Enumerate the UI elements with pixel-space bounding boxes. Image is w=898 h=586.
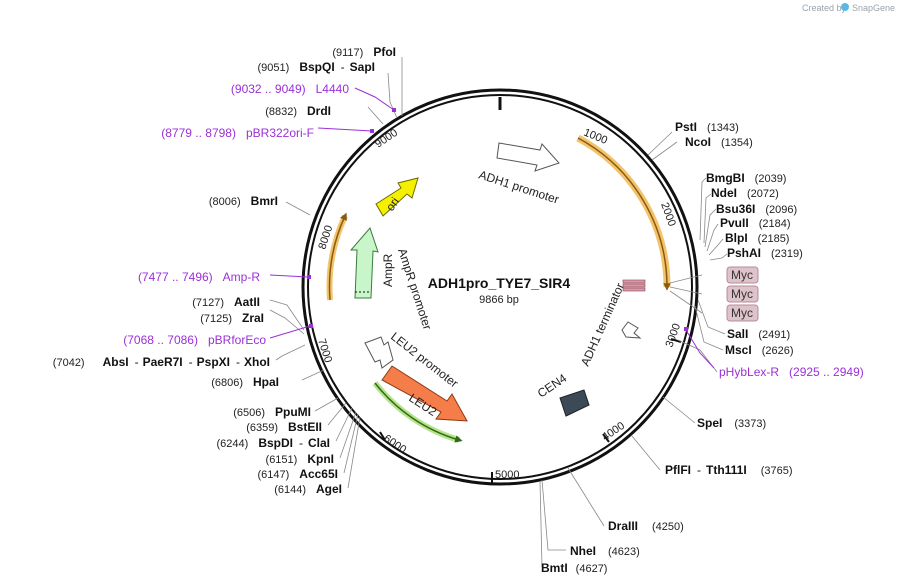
site-zrai[interactable]: (7125)ZraI bbox=[200, 311, 264, 325]
svg-text:Myc: Myc bbox=[731, 268, 753, 282]
site-bsteii[interactable]: (6359)BstEII bbox=[246, 420, 322, 434]
site-acc65i[interactable]: (6147)Acc65I bbox=[258, 467, 339, 481]
site-bmri[interactable]: (8006)BmrI bbox=[209, 194, 278, 208]
backbone-inner bbox=[307, 94, 693, 480]
ampr-feature[interactable] bbox=[349, 227, 379, 299]
site-kpni[interactable]: (6151)KpnI bbox=[266, 452, 334, 466]
plasmid-name: ADH1pro_TYE7_SIR4 bbox=[428, 275, 571, 291]
tick-3000: 3000 bbox=[664, 322, 684, 349]
site-absi-paer7i-pspxi-xhoi[interactable]: (7042)AbsI-PaeR7I-PspXI-XhoI bbox=[53, 355, 270, 369]
site-drdi[interactable]: (8832)DrdI bbox=[265, 104, 331, 118]
leu2-feature[interactable] bbox=[381, 365, 468, 422]
site-draiii[interactable]: DraIII(4250) bbox=[608, 519, 684, 533]
primer-l4440[interactable]: (9032 .. 9049)L4440 bbox=[231, 82, 349, 96]
adh1-terminator-label: ADH1 terminator bbox=[578, 281, 627, 368]
site-bspdi-clai[interactable]: (6244)BspDI-ClaI bbox=[217, 436, 330, 450]
primer-pbr322ori-f[interactable]: (8779 .. 8798)pBR322ori-F bbox=[161, 126, 314, 140]
ampr-label: AmpR bbox=[381, 253, 395, 287]
orf-arc-large-line bbox=[577, 137, 671, 291]
snapgene-credit: Created by SnapGene bbox=[802, 3, 895, 13]
site-bmti[interactable]: BmtI(4627) bbox=[541, 561, 607, 575]
site-spei[interactable]: SpeI(3373) bbox=[697, 416, 766, 430]
primer-markers bbox=[269, 87, 715, 369]
svg-text:Myc: Myc bbox=[731, 306, 753, 320]
ori-feature[interactable] bbox=[375, 177, 419, 217]
tick-2000: 2000 bbox=[658, 201, 678, 228]
site-hpai[interactable]: (6806)HpaI bbox=[211, 375, 279, 389]
tick-mark-6000 bbox=[379, 431, 386, 441]
site-ndei[interactable]: NdeI(2072) bbox=[711, 186, 779, 200]
myc-label-2[interactable]: Myc bbox=[726, 285, 759, 303]
credit-brand: SnapGene bbox=[852, 3, 895, 13]
site-blpi[interactable]: BlpI(2185) bbox=[725, 231, 789, 245]
myc-label-1[interactable]: Myc bbox=[726, 266, 759, 284]
site-ncoi[interactable]: NcoI(1354) bbox=[685, 135, 753, 149]
adh1-promoter-label: ADH1 promoter bbox=[477, 168, 561, 207]
left-leader-lines bbox=[269, 57, 403, 489]
adh1-terminator-arrow[interactable] bbox=[621, 321, 642, 339]
backbone-outer bbox=[301, 88, 699, 486]
site-pvuii[interactable]: PvuII(2184) bbox=[720, 216, 790, 230]
site-bsu36i[interactable]: Bsu36I(2096) bbox=[716, 202, 797, 216]
cen4-feature[interactable] bbox=[559, 389, 590, 417]
site-aatii[interactable]: (7127)AatII bbox=[192, 295, 260, 309]
snapgene-logo-icon bbox=[841, 3, 849, 11]
orf-arc-leu2-line bbox=[374, 382, 463, 443]
site-pflfi-tth111i[interactable]: PflFI-Tth111I(3765) bbox=[665, 463, 792, 477]
site-pfoi[interactable]: (9117)PfoI bbox=[332, 45, 396, 59]
adh1-promoter-arrow[interactable] bbox=[496, 142, 560, 172]
site-ppumi[interactable]: (6506)PpuMI bbox=[233, 405, 311, 419]
primer-pbrforeco[interactable]: (7068 .. 7086)pBRforEco bbox=[123, 333, 266, 347]
site-msci[interactable]: MscI(2626) bbox=[725, 343, 793, 357]
site-bspqi-sapi[interactable]: (9051)BspQI-SapI bbox=[258, 60, 375, 74]
plasmid-size: 9866 bp bbox=[479, 294, 519, 306]
site-sali[interactable]: SalI(2491) bbox=[727, 327, 790, 341]
tick-mark-4000 bbox=[602, 433, 610, 443]
tick-9000: 9000 bbox=[373, 127, 400, 151]
tick-mark-3000 bbox=[670, 338, 682, 343]
myc-label-3[interactable]: Myc bbox=[726, 304, 759, 322]
ori-label: ori bbox=[383, 195, 402, 214]
primer-amp-r[interactable]: (7477 .. 7496)Amp-R bbox=[138, 270, 260, 284]
orf-arc-large bbox=[576, 134, 671, 288]
credit-prefix: Created by bbox=[802, 3, 847, 13]
site-bmgbi[interactable]: BmgBI(2039) bbox=[706, 171, 786, 185]
site-psti[interactable]: PstI(1343) bbox=[675, 120, 739, 134]
site-nhei[interactable]: NheI(4623) bbox=[570, 544, 640, 558]
cen4-label: CEN4 bbox=[535, 371, 570, 401]
site-agei[interactable]: (6144)AgeI bbox=[274, 482, 342, 496]
myc-tag-marks bbox=[622, 279, 646, 292]
svg-text:Myc: Myc bbox=[731, 287, 753, 301]
right-leader-lines bbox=[539, 131, 728, 568]
primer-phyblex[interactable]: pHybLex-R(2925 .. 2949) bbox=[719, 365, 864, 379]
site-pshai[interactable]: PshAI(2319) bbox=[727, 246, 803, 260]
orf-arc-ampr-line bbox=[328, 212, 347, 301]
tick-5000: 5000 bbox=[495, 469, 519, 481]
leu2-promoter-arrow[interactable] bbox=[364, 336, 394, 369]
